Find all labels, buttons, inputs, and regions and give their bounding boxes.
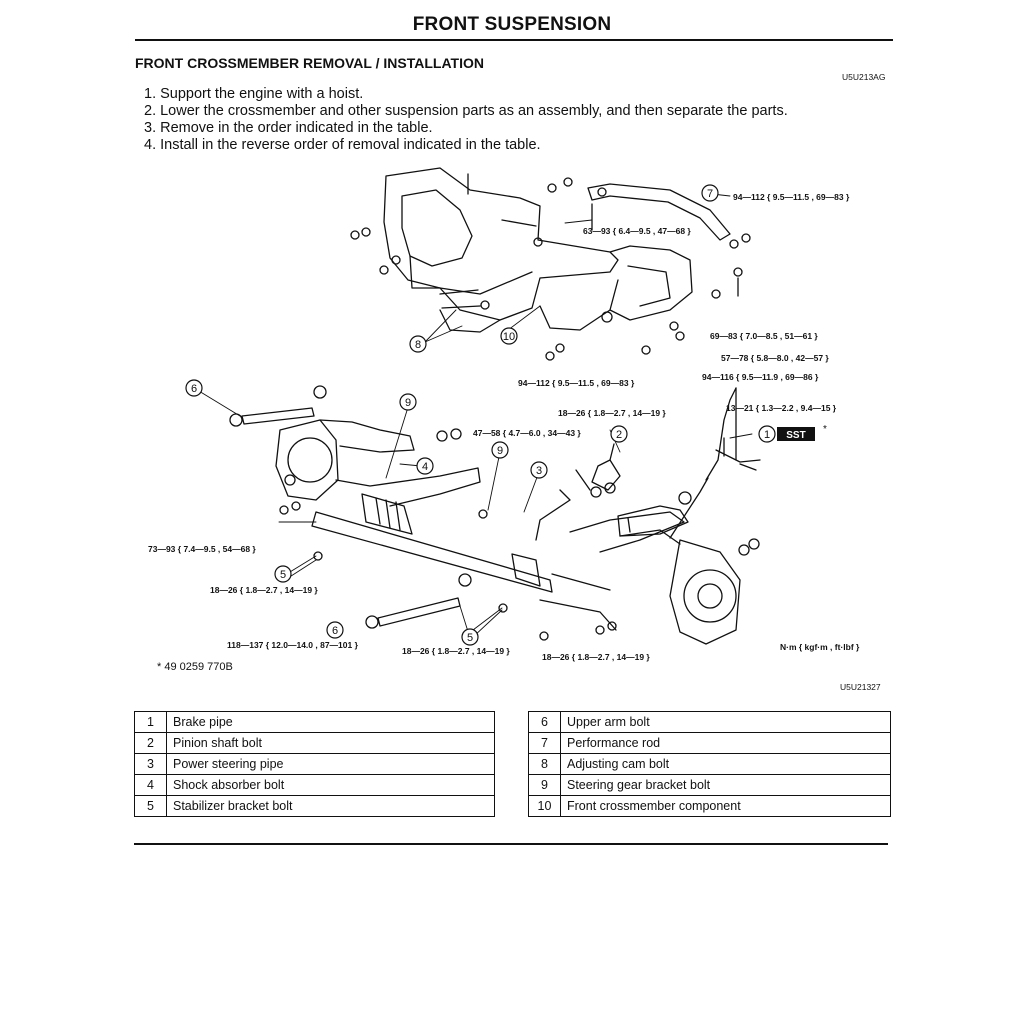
part-name: Front crossmember component bbox=[560, 795, 891, 817]
left-knuckle-drawing bbox=[275, 419, 481, 507]
part-number: 3 bbox=[134, 753, 167, 775]
part-name: Steering gear bracket bolt bbox=[560, 774, 891, 796]
callout-6-bottom: 6 bbox=[332, 625, 338, 637]
part-name: Performance rod bbox=[560, 732, 891, 754]
callout-9-top: 9 bbox=[405, 397, 411, 409]
sst-badge bbox=[777, 427, 815, 441]
sst-asterisk: * bbox=[823, 424, 827, 435]
part-name: Pinion shaft bolt bbox=[166, 732, 495, 754]
torque-spec-13-21: 13—21 { 1.3—2.2 , 9.4—15 } bbox=[726, 403, 837, 413]
upper-arm-drawing bbox=[617, 505, 689, 537]
part-number: 8 bbox=[528, 753, 561, 775]
callout-9-mid: 9 bbox=[497, 445, 503, 457]
bottom-rule bbox=[134, 843, 888, 845]
part-number: 4 bbox=[134, 774, 167, 796]
torque-spec-94-116: 94—116 { 9.5—11.9 , 69—86 } bbox=[702, 372, 819, 382]
figure-code-bottom: U5U21327 bbox=[840, 682, 881, 692]
callout-2: 2 bbox=[616, 429, 622, 441]
step-item: 4. Install in the reverse order of remov… bbox=[144, 137, 541, 153]
torque-spec-47-58: 47—58 { 4.7—6.0 , 34—43 } bbox=[473, 428, 581, 438]
step-item: 1. Support the engine with a hoist. bbox=[144, 86, 364, 102]
title-rule bbox=[135, 39, 893, 41]
torque-spec-94-112-lower: 94—112 { 9.5—11.5 , 69—83 } bbox=[518, 378, 635, 388]
front-crossmember-drawing bbox=[383, 167, 693, 333]
part-number: 9 bbox=[528, 774, 561, 796]
torque-spec-63-93: 63—93 { 6.4—9.5 , 47—68 } bbox=[583, 226, 691, 236]
callout-5-bottom: 5 bbox=[467, 632, 473, 644]
procedure-steps: 1. Support the engine with a hoist. 2. L… bbox=[144, 86, 788, 154]
step-item: 2. Lower the crossmember and other suspe… bbox=[144, 103, 788, 119]
part-number: 1 bbox=[134, 711, 167, 733]
part-name: Stabilizer bracket bolt bbox=[166, 795, 495, 817]
performance-rod-drawing bbox=[587, 183, 731, 241]
torque-spec-69-83: 69—83 { 7.0—8.5 , 51—61 } bbox=[710, 331, 818, 341]
callout-1: 1 bbox=[764, 429, 770, 441]
sst-tool-drawing bbox=[715, 437, 761, 471]
sst-footnote: * 49 0259 770B bbox=[157, 661, 233, 673]
torque-spec-57-78: 57—78 { 5.8—8.0 , 42—57 } bbox=[721, 353, 829, 363]
callout-3: 3 bbox=[536, 465, 542, 477]
part-number: 5 bbox=[134, 795, 167, 817]
step-item: 3. Remove in the order indicated in the … bbox=[144, 120, 433, 136]
callout-6-top: 6 bbox=[191, 383, 197, 395]
figure-code-top: U5U213AG bbox=[842, 72, 886, 82]
part-name: Brake pipe bbox=[166, 711, 495, 733]
part-name: Upper arm bolt bbox=[560, 711, 891, 733]
upper-arm-bolt-bottom bbox=[365, 597, 461, 629]
steering-gear-drawing bbox=[311, 493, 617, 631]
part-name: Shock absorber bolt bbox=[166, 774, 495, 796]
part-number: 10 bbox=[528, 795, 561, 817]
torque-spec-18-26-right: 18—26 { 1.8—2.7 , 14—19 } bbox=[542, 652, 650, 662]
torque-spec-18-26-left: 18—26 { 1.8—2.7 , 14—19 } bbox=[210, 585, 318, 595]
pinion-shaft-drawing bbox=[591, 443, 621, 491]
crossmember-hardware bbox=[350, 173, 751, 361]
callout-8: 8 bbox=[415, 339, 421, 351]
torque-spec-18-26-top: 18—26 { 1.8—2.7 , 14—19 } bbox=[558, 408, 666, 418]
torque-units: N·m { kgf·m , ft·lbf } bbox=[780, 642, 860, 652]
right-knuckle-drawing bbox=[569, 387, 741, 645]
torque-spec-performance-rod: 94—112 { 9.5—11.5 , 69—83 } bbox=[733, 192, 850, 202]
sst-label: SST bbox=[786, 430, 805, 441]
callout-5-left: 5 bbox=[280, 569, 286, 581]
callout-4: 4 bbox=[422, 461, 428, 473]
torque-spec-118-137: 118—137 { 12.0—14.0 , 87—101 } bbox=[227, 640, 359, 650]
upper-arm-bolt-top bbox=[229, 407, 315, 427]
part-number: 6 bbox=[528, 711, 561, 733]
callout-10: 10 bbox=[503, 331, 515, 343]
torque-spec-18-26-bottom: 18—26 { 1.8—2.7 , 14—19 } bbox=[402, 646, 510, 656]
torque-spec-73-93: 73—93 { 7.4—9.5 , 54—68 } bbox=[148, 544, 256, 554]
section-title: FRONT CROSSMEMBER REMOVAL / INSTALLATION bbox=[135, 55, 484, 71]
page-title: FRONT SUSPENSION bbox=[412, 14, 612, 35]
part-number: 2 bbox=[134, 732, 167, 754]
callout-7: 7 bbox=[707, 188, 713, 200]
part-number: 7 bbox=[528, 732, 561, 754]
suspension-exploded-diagram: 7 10 8 6 9 4 2 1 9 3 5 6 5 SST * 94—112 … bbox=[148, 167, 850, 662]
part-name: Power steering pipe bbox=[166, 753, 495, 775]
part-name: Adjusting cam bolt bbox=[560, 753, 891, 775]
